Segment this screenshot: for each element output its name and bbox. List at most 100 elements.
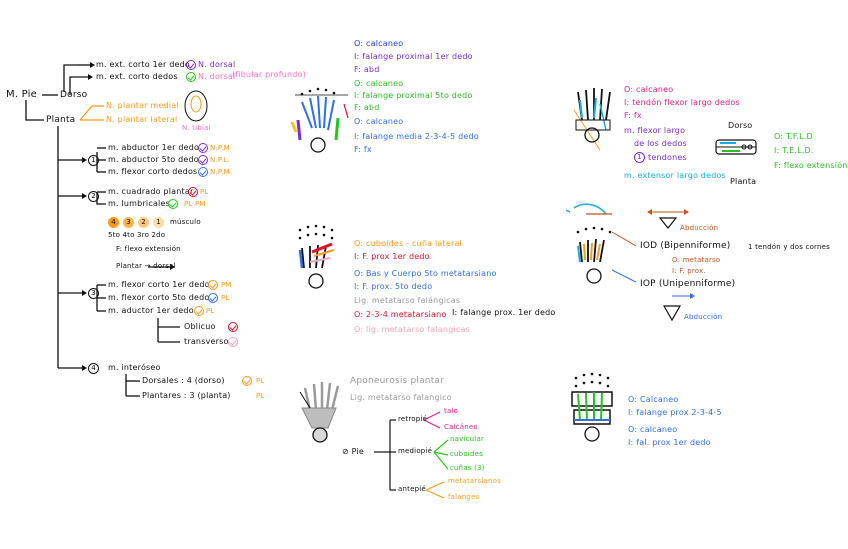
foot-sketch-3	[300, 382, 338, 442]
check-icon	[198, 143, 208, 153]
check-icon	[168, 199, 178, 209]
note-line: IOD (Bipenniforme)	[640, 242, 731, 251]
region-label: antepié	[398, 486, 426, 493]
note-line: I: F. prox. 5to dedo	[354, 283, 432, 291]
dorso-planta-sketch	[716, 140, 756, 154]
check-icon	[228, 337, 238, 347]
note-line: I: falange prox 2-3-4-5	[628, 409, 722, 417]
foot-sketch-6	[572, 373, 612, 441]
foot-sketch-5	[566, 204, 636, 283]
dorso-muscle-2: m. ext. corto dedos	[96, 73, 178, 81]
note-line: O: T.F.L.D	[774, 133, 813, 141]
lumbrical-label: músculo	[170, 219, 201, 226]
muscle-head-label: Oblicuo	[184, 323, 216, 331]
check-icon	[208, 293, 218, 303]
lumbrical-function: F: flexo extensión	[116, 246, 181, 253]
nerve-abbr: PL PM	[184, 201, 206, 208]
bone-label: falanges	[448, 494, 479, 501]
note-line: F: fx	[624, 112, 642, 120]
check-icon	[186, 72, 196, 82]
group-number: 1	[88, 155, 99, 166]
muscle-label: m. flexor corto 5to dedo	[108, 294, 210, 302]
tendon-number: 1	[634, 152, 645, 163]
region-label: mediopié	[398, 448, 432, 455]
pie-label: ⊘ Pie	[342, 448, 364, 456]
group-number: 2	[88, 191, 99, 202]
nerve-abbr: PL	[256, 378, 265, 385]
note-line: I: falange proximal 1er dedo	[354, 53, 473, 61]
muscle-label: m. interóseo	[108, 364, 161, 372]
check-icon	[208, 280, 218, 290]
muscle-label: m. flexor corto dedos	[108, 168, 197, 176]
note-line: I: T.E.L.D.	[774, 147, 814, 155]
note-line: O: calcaneo	[354, 118, 403, 126]
foot-sketch-1	[292, 88, 348, 152]
group-number: 4	[88, 363, 99, 374]
bone-label: navicular	[450, 436, 484, 443]
nerve-abbr: PL	[206, 308, 215, 315]
nerve-note: (fibular profundo)	[232, 71, 306, 79]
nerve-label: N. dorsal	[198, 73, 235, 81]
muscle-sub-label: Dorsales : 4 (dorso)	[142, 377, 225, 385]
nerve-abbr: PL	[200, 189, 209, 196]
note-line: O: calcaneo	[354, 80, 403, 88]
nerve-label: N. plantar medial	[106, 102, 179, 110]
note-line: F: flexo extensión	[774, 162, 848, 170]
note-line: Aponeurosis plantar	[350, 377, 444, 386]
note-line: Abducción	[684, 314, 722, 321]
lumbrical-number: 3	[123, 217, 134, 228]
dorso-muscle-1: m. ext. corto 1er dedo	[96, 61, 190, 69]
nerve-abbr: N.P.L.	[210, 157, 230, 164]
bone-label: talo	[444, 408, 458, 415]
nerve-abbr: N.P.M	[210, 145, 230, 152]
lumbrical-digits: 5to 4to 3ro 2do	[108, 232, 165, 239]
nerve-abbr: PM	[221, 282, 232, 289]
dorso-label: Dorso	[728, 122, 752, 130]
lumbrical-number: 1	[153, 217, 164, 228]
check-icon	[228, 322, 238, 332]
bone-label: metatarsianos	[448, 478, 501, 485]
note-line: I: tendón flexor largo dedos	[624, 99, 740, 107]
muscle-head-label: transverso	[184, 338, 229, 346]
planta-label: Planta	[730, 178, 756, 186]
note-line: I: falange media 2-3-4-5 dedo	[354, 133, 479, 141]
foot-sketch-4	[574, 88, 610, 150]
note-line: O: calcaneo	[624, 86, 673, 94]
note-line: O: calcaneo	[628, 426, 677, 434]
note-line: O: lig. metatarso falangicas	[354, 326, 470, 334]
note-line: O: metatarso	[672, 257, 720, 264]
note-line: m. extensor largo dedos	[624, 172, 726, 180]
note-line: O: Calcaneo	[628, 396, 679, 404]
foot-sketch-2	[299, 225, 334, 288]
lumbrical-number: 2	[138, 217, 149, 228]
note-line: m. flexor largo	[624, 127, 685, 135]
muscle-label: m. flexor corto 1er dedo	[108, 281, 210, 289]
note-line: I: falange proximal 5to dedo	[354, 92, 473, 100]
nerve-abbr: PL	[221, 295, 230, 302]
check-icon	[194, 306, 204, 316]
note-line: Lig. metatarso falángicas	[354, 297, 460, 305]
bone-label: cuñas (3)	[450, 465, 485, 472]
note-line: Abducción	[680, 225, 718, 232]
note-line: I: falange prox. 1er dedo	[452, 309, 556, 317]
nerve-label: N. dorsal	[198, 61, 235, 69]
note-line: F: fx	[354, 146, 372, 154]
note-line: I: F. prox.	[672, 268, 706, 275]
note-line: O: Bas y Cuerpo 5to metatarsiano	[354, 270, 497, 278]
lumbrical-number: 4	[108, 217, 119, 228]
check-icon	[186, 60, 196, 70]
note-line: F: abd	[354, 104, 379, 112]
note-line: 1 tendón y dos cornes	[748, 244, 830, 251]
muscle-label: m. abductor 5to dedo	[108, 156, 199, 164]
dorso-label: Dorso	[60, 91, 87, 100]
muscle-label: m. cuadrado plantar	[108, 188, 193, 196]
check-icon	[198, 155, 208, 165]
note-line: IOP (Unipenniforme)	[640, 280, 735, 289]
note-line: O: calcaneo	[354, 40, 403, 48]
note-line: I: F. prox 1er dedo	[354, 253, 430, 261]
check-icon	[188, 187, 198, 197]
note-line: O: cuboides - cuña lateral	[354, 240, 462, 248]
group-number: 3	[88, 288, 99, 299]
root-label: M. Pie	[6, 90, 37, 100]
